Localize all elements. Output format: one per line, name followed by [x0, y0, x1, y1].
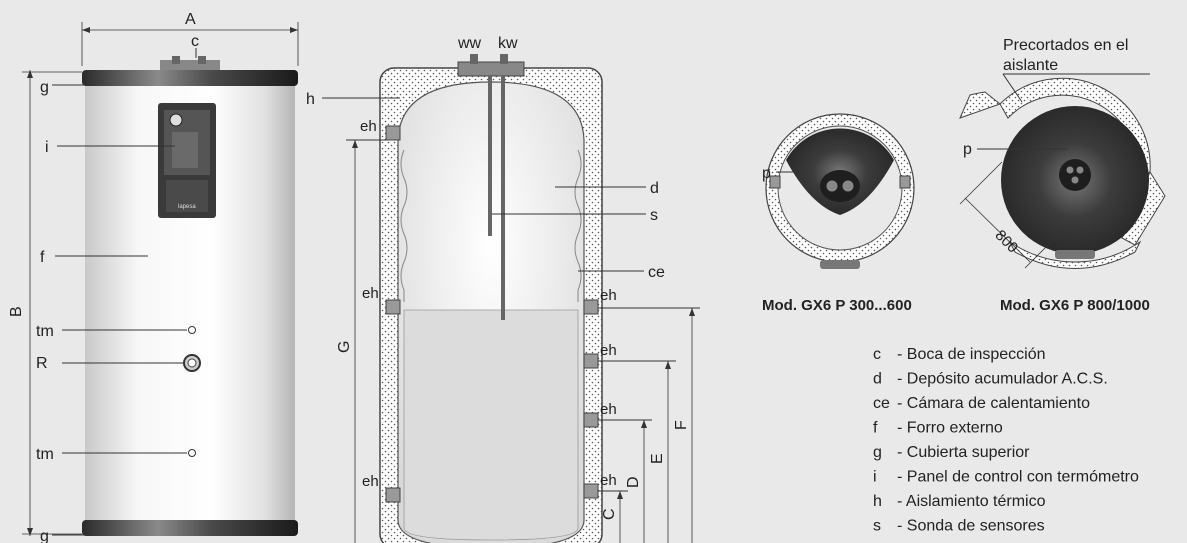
dim-e-label: E — [649, 453, 666, 464]
heating-wall-left — [400, 149, 408, 302]
socket-right-4 — [583, 483, 599, 499]
legend-text: - Aislamiento térmico — [897, 493, 1046, 510]
label-eh-right-4: eh — [600, 472, 617, 489]
legend-text: - Forro externo — [897, 420, 1003, 437]
legend-key: i — [873, 469, 877, 486]
label-h: h — [306, 91, 315, 108]
dim-g-label: G — [336, 341, 353, 353]
label-eh-left-1: eh — [360, 118, 377, 135]
tank-section: ww kw h eh eh eh G d s ce eh eh eh eh C … — [306, 35, 700, 543]
legend: c - Boca de inspección d - Depósito acumula… — [873, 346, 1139, 535]
fitting-left — [172, 56, 180, 64]
legend-text: - Cubierta superior — [897, 444, 1030, 461]
dim-f-label: F — [673, 420, 690, 430]
socket-right-3 — [583, 412, 599, 428]
socket-right-2 — [583, 353, 599, 369]
legend-key: g — [873, 444, 882, 461]
legend-text: - Cámara de calentamiento — [897, 395, 1090, 412]
legend-text: - Panel de control con termómetro — [897, 469, 1139, 486]
label-ww: ww — [457, 35, 482, 52]
label-ce: ce — [648, 264, 665, 281]
dim-d-label: D — [625, 476, 642, 488]
ww-pipe — [470, 54, 478, 64]
kw-pipe — [500, 54, 508, 64]
legend-key: h — [873, 493, 882, 510]
caption-right: Mod. GX6 P 800/1000 — [1000, 297, 1150, 314]
top-manifold — [457, 61, 525, 77]
label-i: i — [45, 139, 49, 156]
legend-text: - Sonda de sensores — [897, 518, 1045, 535]
label-kw: kw — [498, 35, 518, 52]
label-eh-right-1: eh — [600, 287, 617, 304]
dim-a-label: A — [185, 11, 196, 28]
top-view-large: Precortados en el aislante p 800 Mod. GX… — [959, 37, 1166, 314]
external-tank: lapesa A c B g i f tm R tm — [8, 11, 299, 543]
socket-left-1 — [385, 125, 401, 141]
label-r: R — [36, 355, 48, 372]
legend-key: ce — [873, 395, 890, 412]
label-eh-left-2: eh — [362, 285, 379, 302]
legend-key: d — [873, 371, 882, 388]
label-g-top: g — [40, 79, 49, 96]
label-tm-lower: tm — [36, 446, 54, 463]
return-connection-inner — [187, 358, 197, 368]
label-p-right: p — [963, 141, 972, 158]
heating-chamber — [403, 309, 579, 541]
label-eh-right-3: eh — [600, 401, 617, 418]
heating-wall-right — [574, 149, 582, 302]
sensor-probe — [488, 76, 492, 236]
caption-left: Mod. GX6 P 300...600 — [762, 297, 912, 314]
legend-key: s — [873, 518, 881, 535]
label-eh-left-3: eh — [362, 473, 379, 490]
socket-right-1 — [583, 299, 599, 315]
dim-b-label: B — [8, 306, 25, 317]
legend-text: - Boca de inspección — [897, 346, 1046, 363]
control-panel: lapesa — [158, 103, 216, 218]
inspection-hatch — [160, 60, 220, 70]
label-tm-upper: tm — [36, 323, 54, 340]
bottom-cover — [82, 520, 298, 536]
label-d: d — [650, 180, 659, 197]
legend-text: - Depósito acumulador A.C.S. — [897, 371, 1108, 388]
label-f: f — [40, 249, 45, 266]
label-g-bottom: g — [40, 528, 49, 543]
thermometer-socket-upper — [188, 326, 196, 334]
socket-left-2 — [385, 299, 401, 315]
top-view-small: p Mod. GX6 P 300...600 — [762, 113, 915, 314]
top-cover — [82, 70, 298, 86]
brand-logo: lapesa — [178, 204, 196, 210]
fitting-right — [198, 56, 206, 64]
label-p-left: p — [762, 165, 771, 182]
legend-key: f — [873, 420, 878, 437]
thermometer-socket-lower — [188, 449, 196, 457]
dim-c-label: C — [601, 508, 618, 520]
thermometer-icon — [169, 113, 183, 127]
socket-left-3 — [385, 487, 401, 503]
label-s: s — [650, 207, 658, 224]
note-precortados: Precortados en el aislante — [1003, 37, 1133, 74]
label-eh-right-2: eh — [600, 342, 617, 359]
label-c: c — [191, 33, 199, 50]
legend-key: c — [873, 346, 881, 363]
